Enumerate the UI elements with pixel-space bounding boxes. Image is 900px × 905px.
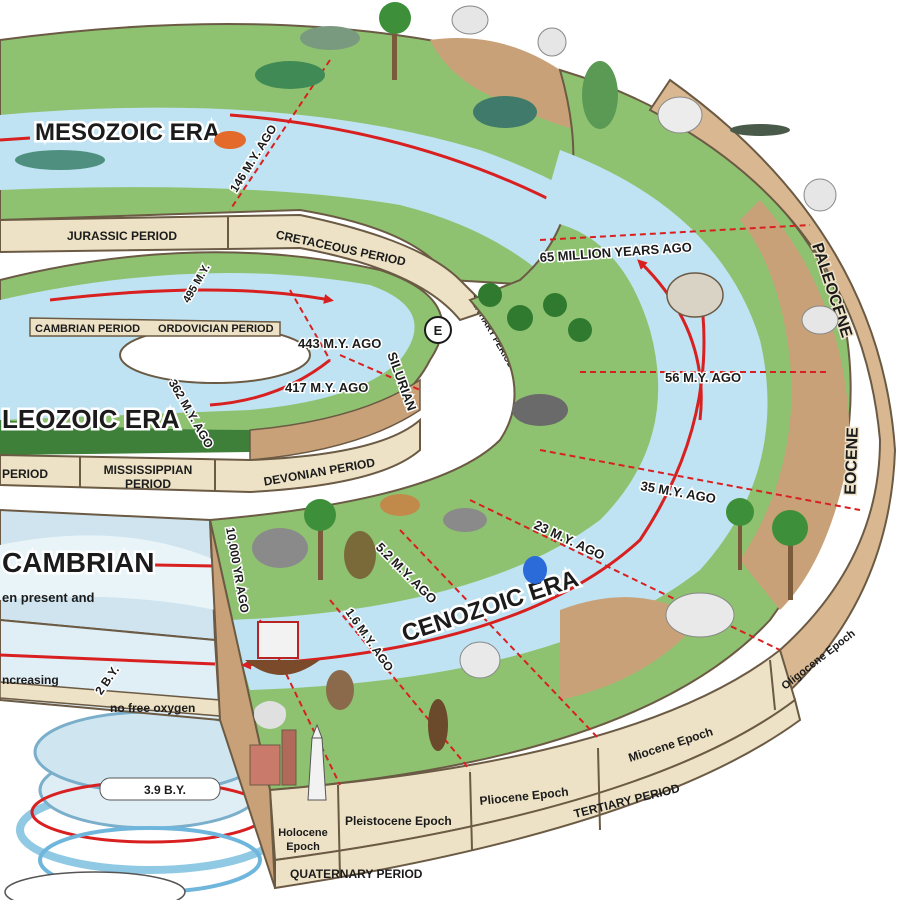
epoch-div-1	[337, 784, 341, 879]
palm-tree-icon	[726, 498, 754, 570]
mesozoic-water	[0, 107, 700, 290]
time-label-56: 56 M.Y. AGO	[665, 370, 741, 385]
cloud-icon	[665, 592, 735, 638]
precambrian-water	[0, 535, 215, 610]
note-oxygen-present: en present and	[2, 590, 95, 605]
period-label-mississippian-1: MISSISSIPPIAN	[104, 463, 193, 477]
cloud-icon	[803, 178, 837, 212]
period-label-mississippian-2: PERIOD	[125, 477, 171, 491]
epoch-div-3	[597, 747, 601, 831]
paleozoic-arrow-upper	[49, 288, 334, 304]
cloud-icon	[537, 27, 567, 57]
palm-tree-icon	[772, 510, 808, 600]
dash-23	[469, 499, 781, 651]
volcano-smoke-icon	[254, 701, 286, 729]
epoch-label-eocene: EOCENE	[842, 427, 861, 495]
time-label-417: 417 M.Y. AGO	[285, 380, 368, 395]
paleozoic-dash-2	[339, 354, 421, 391]
paleozoic-dash-1	[289, 289, 331, 361]
bottom-3-9-label-box	[99, 777, 221, 801]
paleozoic-arrow-lower	[209, 358, 331, 407]
epoch-div-2	[469, 771, 473, 851]
palm-tree-icon	[379, 2, 411, 80]
forest-icon	[478, 283, 592, 342]
triceratops-icon	[473, 96, 537, 128]
palm-tree-icon	[304, 499, 336, 580]
cenozoic-water	[230, 150, 768, 690]
plesiosaur-icon	[15, 150, 105, 170]
cenozoic-period-strip	[274, 698, 802, 890]
mesozoic-arrow	[229, 113, 574, 212]
tapir-icon	[443, 508, 487, 532]
viking-ship-icon	[245, 621, 320, 675]
precambrian-coils: 3.9 B.Y.	[4, 710, 284, 905]
horse-icon	[380, 494, 420, 516]
mesozoic-arrow-left	[0, 136, 31, 142]
epoch-label-pleistocene: Pleistocene Epoch	[345, 814, 452, 828]
cloud-icon	[657, 96, 703, 134]
era-label-mesozoic: MESOZOIC ERA	[35, 119, 220, 146]
dash-65	[539, 224, 811, 241]
paleozoic-inner-strip	[29, 317, 281, 337]
scenery	[15, 2, 839, 801]
era-label-precambrian: CAMBRIAN	[2, 547, 154, 578]
epoch-label-holocene-1: Holocene	[278, 827, 328, 839]
paleozoic-forest	[0, 420, 250, 455]
mesozoic-strip	[0, 213, 492, 322]
epoch-label-holocene-2: Epoch	[286, 841, 320, 853]
cenozoic-rock-east	[740, 200, 850, 610]
ape-icon	[326, 670, 354, 710]
stegosaurus-icon	[300, 26, 360, 50]
note-no-oxygen: no free oxygen	[110, 701, 195, 715]
dash-1-6	[329, 599, 471, 771]
period-label-quaternary: QUATERNARY PERIOD	[290, 867, 423, 881]
time-label-443: 443 M.Y. AGO	[298, 336, 381, 351]
marker-e-label: E	[434, 323, 443, 338]
shell-icon	[666, 272, 724, 318]
marker-e-circle	[424, 316, 452, 344]
cloud-icon	[459, 641, 501, 679]
precambrian-arrow-top	[154, 563, 216, 568]
era-label-paleozoic: LEOZOIC ERA	[2, 404, 180, 434]
paleozoic-ring: CAMBRIAN PERIOD ORDOVICIAN PERIOD 495 M.…	[0, 251, 452, 494]
hominid-icon	[428, 699, 448, 751]
cenozoic-left-wall	[209, 519, 276, 889]
pterodactyl-icon	[730, 124, 790, 136]
period-label-pennsylvanian-partial: PERIOD	[2, 467, 48, 481]
period-label-jurassic: JURASSIC PERIOD	[67, 229, 177, 243]
fish-icon	[523, 556, 547, 584]
precambrian-band: CAMBRIAN en present and ncreasing 2 B.Y.…	[0, 508, 222, 722]
epoch-div-4	[769, 659, 776, 711]
rhino-icon	[512, 394, 568, 426]
paleozoic-strip	[0, 417, 421, 494]
period-label-cambrian: CAMBRIAN PERIOD	[35, 323, 140, 335]
label-3-9-by: 3.9 B.Y.	[144, 783, 186, 797]
cenozoic-rock-south	[560, 597, 700, 700]
period-label-ordovician: ORDOVICIAN PERIOD	[158, 323, 274, 335]
precambrian-arrow-bottom	[0, 653, 216, 666]
cloud-icon	[451, 5, 489, 35]
cenozoic-arrow-top	[637, 259, 703, 421]
mammoth-icon	[252, 528, 308, 568]
cloud-icon	[801, 305, 839, 335]
coil-bottom-white	[4, 871, 186, 905]
space-shuttle-icon	[307, 723, 327, 801]
fish-icon	[214, 131, 246, 149]
dash-5-2	[399, 529, 601, 741]
note-increasing: ncreasing	[2, 673, 59, 687]
paleozoic-rock-side	[249, 378, 421, 461]
tyrannosaur-icon	[582, 61, 618, 129]
dinosaur-icon	[255, 61, 325, 89]
ground-sloth-icon	[344, 531, 376, 579]
dash-35	[539, 449, 861, 511]
